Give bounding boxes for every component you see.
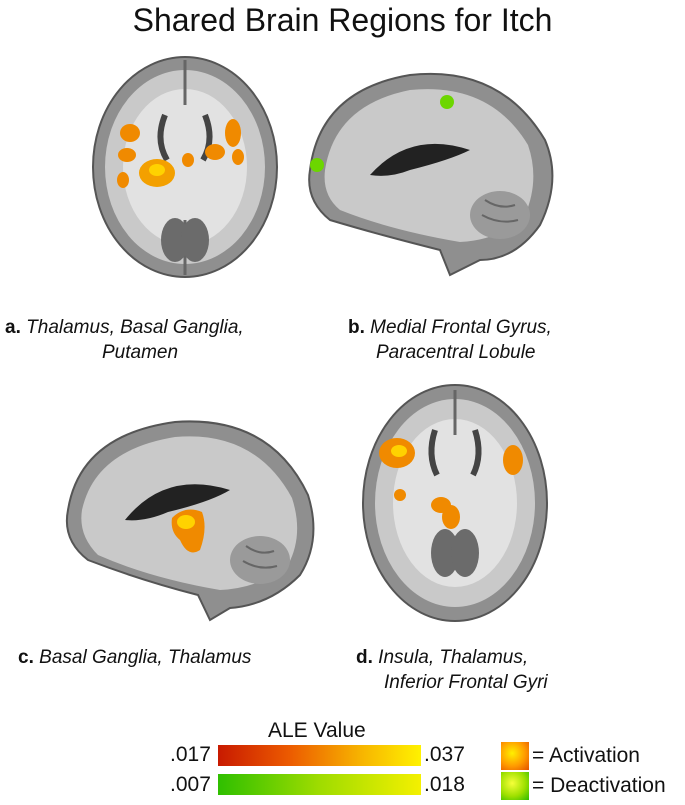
deactivation-max-label: .018 xyxy=(424,773,465,796)
deactivation-legend-label: = Deactivation xyxy=(532,774,666,797)
caption-a-line2: Putamen xyxy=(102,342,179,363)
activation-swatch xyxy=(501,742,529,770)
caption-c-line1: Basal Ganglia, Thalamus xyxy=(39,647,252,668)
caption-b: b. Medial Frontal Gyrus, Paracentral Lob… xyxy=(348,315,668,365)
caption-a: a. Thalamus, Basal Ganglia, Putamen xyxy=(5,315,295,365)
activation-max-label: .037 xyxy=(424,743,465,766)
figure-title: Shared Brain Regions for Itch xyxy=(132,2,553,38)
caption-a-line1: Thalamus, Basal Ganglia, xyxy=(26,317,244,338)
caption-c-letter: c. xyxy=(18,647,34,668)
caption-b-letter: b. xyxy=(348,317,365,338)
ale-value-label: ALE Value xyxy=(268,719,366,742)
activation-legend-label: = Activation xyxy=(532,744,640,767)
deactivation-min-label: .007 xyxy=(170,773,211,796)
caption-d-line1: Insula, Thalamus, xyxy=(378,647,529,668)
caption-c: c. Basal Ganglia, Thalamus xyxy=(18,645,318,670)
deactivation-swatch xyxy=(501,772,529,800)
brain-panel-a xyxy=(92,56,278,278)
caption-b-line1: Medial Frontal Gyrus, xyxy=(370,317,552,338)
caption-d-letter: d. xyxy=(356,647,373,668)
caption-d: d. Insula, Thalamus, Inferior Frontal Gy… xyxy=(356,645,656,695)
brain-panel-d xyxy=(362,384,548,622)
brain-panel-c xyxy=(66,420,315,622)
caption-d-line2: Inferior Frontal Gyri xyxy=(384,672,548,693)
deactivation-colorbar xyxy=(218,774,421,795)
brain-panel-b xyxy=(308,72,554,277)
caption-b-line2: Paracentral Lobule xyxy=(376,342,536,363)
activation-min-label: .017 xyxy=(170,743,211,766)
activation-colorbar xyxy=(218,745,421,766)
caption-a-letter: a. xyxy=(5,317,21,338)
